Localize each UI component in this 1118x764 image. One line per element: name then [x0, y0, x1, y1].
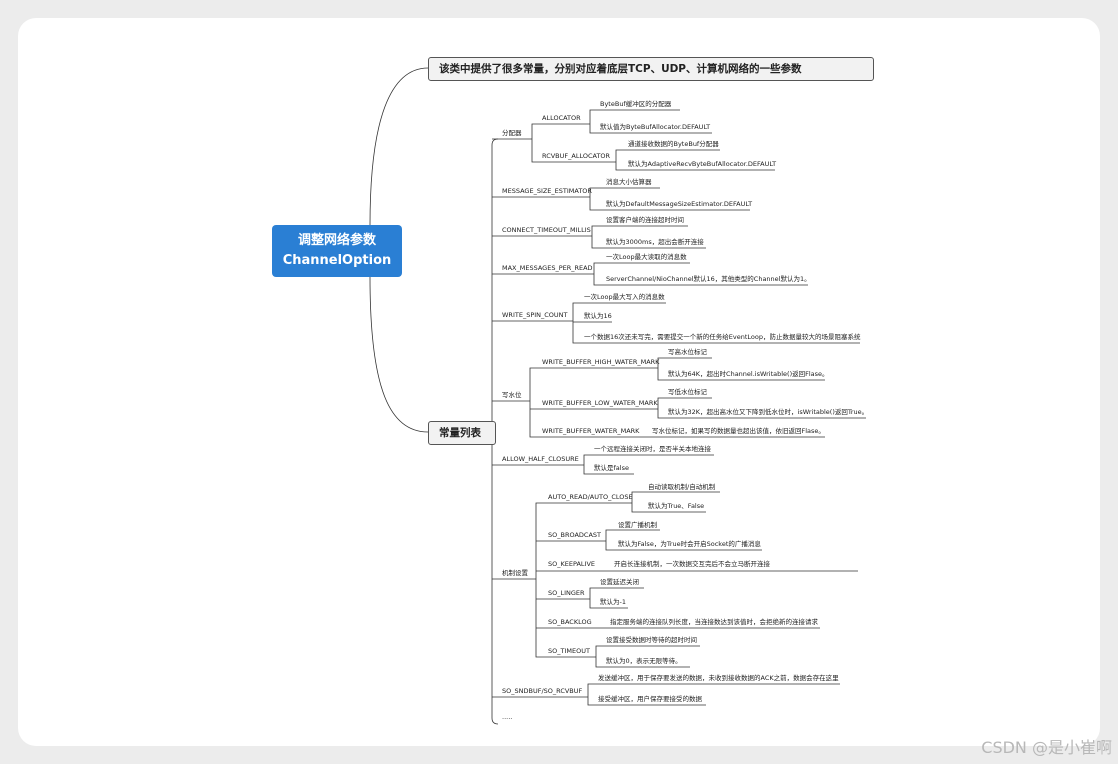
to-desc-1: 设置接受数据时等待的超时时间: [606, 636, 697, 644]
node-so-linger[interactable]: SO_LINGER: [548, 589, 585, 597]
cto-desc-2: 默认为3000ms，超出会断开连接: [606, 238, 704, 246]
to-desc-2: 默认为0，表示无限等待。: [606, 657, 682, 665]
mse-desc-1: 消息大小估算器: [606, 178, 652, 186]
high-desc-2: 默认为64K，超出时Channel.isWritable()返回Flase。: [668, 370, 829, 378]
node-write-buffer-water-mark[interactable]: WRITE_BUFFER_WATER_MARK: [542, 427, 640, 435]
wsc-desc-3: 一个数据16次还未写完，需要提交一个新的任务给EventLoop，防止数据量较大…: [584, 333, 861, 341]
wbwm-desc: 写水位标记，如果写的数据量也超出该值，依旧返回Flase。: [652, 427, 825, 435]
node-so-broadcast[interactable]: SO_BROADCAST: [548, 531, 602, 539]
node-write-spin-count[interactable]: WRITE_SPIN_COUNT: [502, 311, 568, 319]
node-water-mark-group[interactable]: 写水位: [502, 391, 522, 399]
node-so-timeout[interactable]: SO_TIMEOUT: [548, 647, 590, 655]
mmpr-desc-1: 一次Loop最大读取的消息数: [606, 253, 687, 261]
snd-desc-2: 接受缓冲区，用户保存要接受的数据: [598, 695, 702, 703]
ar-desc-2: 默认为True、False: [648, 502, 705, 510]
high-desc-1: 写高水位标记: [668, 348, 707, 356]
node-allow-half-closure[interactable]: ALLOW_HALF_CLOSURE: [502, 455, 579, 463]
node-rcvbuf-allocator[interactable]: RCVBUF_ALLOCATOR: [542, 152, 611, 160]
ahc-desc-1: 一个远程连接关闭时，是否半关本地连接: [594, 445, 711, 453]
cto-desc-1: 设置客户端的连接超时时间: [606, 216, 684, 224]
bc-desc-2: 默认为False，为True时会开启Socket的广播消息: [618, 540, 761, 548]
lg-desc-2: 默认为-1: [600, 598, 626, 606]
wsc-desc-2: 默认为16: [584, 312, 612, 320]
mindmap-card: [18, 18, 1100, 746]
node-more: .....: [502, 713, 513, 721]
bl-desc: 指定服务端的连接队列长度，当连接数达到该值时，会拒绝新的连接请求: [610, 618, 818, 626]
low-desc-2: 默认为32K，超出高水位又下降到低水位时，isWritable()返回True。: [668, 408, 869, 416]
allocator-desc-2: 默认值为ByteBufAllocator.DEFAULT: [600, 123, 711, 131]
lg-desc-1: 设置延迟关闭: [600, 578, 639, 586]
rcvbuf-desc-1: 通道接收数据的ByteBuf分配器: [628, 140, 719, 148]
mse-desc-2: 默认为DefaultMessageSizeEstimator.DEFAULT: [606, 200, 753, 208]
ka-desc: 开启长连接机制，一次数据交互完后不会立马断开连接: [614, 560, 770, 568]
ar-desc-1: 自动读取机制/自动机制: [648, 483, 716, 491]
root-subtitle: ChannelOption: [282, 253, 392, 268]
root-node[interactable]: 调整网络参数 ChannelOption: [272, 225, 402, 277]
node-auto-read[interactable]: AUTO_READ/AUTO_CLOSE: [548, 493, 633, 501]
mmpr-desc-2: ServerChannel/NioChannel默认16，其他类型的Channe…: [606, 275, 811, 283]
watermark: CSDN @是小崔啊: [981, 738, 1112, 757]
rcvbuf-desc-2: 默认为AdaptiveRecvByteBufAllocator.DEFAULT: [628, 160, 777, 168]
node-high-water-mark[interactable]: WRITE_BUFFER_HIGH_WATER_MARK: [542, 358, 660, 366]
node-mechanism-group[interactable]: 机制设置: [502, 569, 528, 577]
node-so-backlog[interactable]: SO_BACKLOG: [548, 618, 592, 626]
edge-root-desc: [369, 67, 429, 226]
description-node[interactable]: 该类中提供了很多常量，分别对应着底层TCP、UDP、计算机网络的一些参数: [428, 57, 874, 81]
node-allocator[interactable]: ALLOCATOR: [542, 114, 581, 122]
ahc-desc-2: 默认是false: [594, 464, 629, 472]
snd-desc-1: 发送缓冲区，用于保存要发送的数据，未收到接收数据的ACK之前，数据会存在这里: [598, 674, 839, 682]
node-so-keepalive[interactable]: SO_KEEPALIVE: [548, 560, 596, 568]
node-sndbuf-rcvbuf[interactable]: SO_SNDBUF/SO_RCVBUF: [502, 687, 583, 695]
wsc-desc-1: 一次Loop最大写入的消息数: [584, 293, 665, 301]
constant-list-node[interactable]: 常量列表: [428, 421, 496, 445]
bc-desc-1: 设置广播机制: [618, 521, 657, 529]
node-max-messages-per-read[interactable]: MAX_MESSAGES_PER_READ: [502, 264, 593, 272]
edge-root-list: [369, 276, 429, 433]
node-low-water-mark[interactable]: WRITE_BUFFER_LOW_WATER_MARK: [542, 399, 658, 407]
low-desc-1: 写低水位标记: [668, 388, 707, 396]
node-message-size-estimator[interactable]: MESSAGE_SIZE_ESTIMATOR: [502, 187, 592, 195]
node-connect-timeout[interactable]: CONNECT_TIMEOUT_MILLIS: [502, 226, 591, 234]
node-allocator-group[interactable]: 分配器: [502, 129, 522, 137]
root-title: 调整网络参数: [297, 233, 376, 248]
allocator-desc-1: ByteBuf缓冲区的分配器: [600, 100, 672, 108]
